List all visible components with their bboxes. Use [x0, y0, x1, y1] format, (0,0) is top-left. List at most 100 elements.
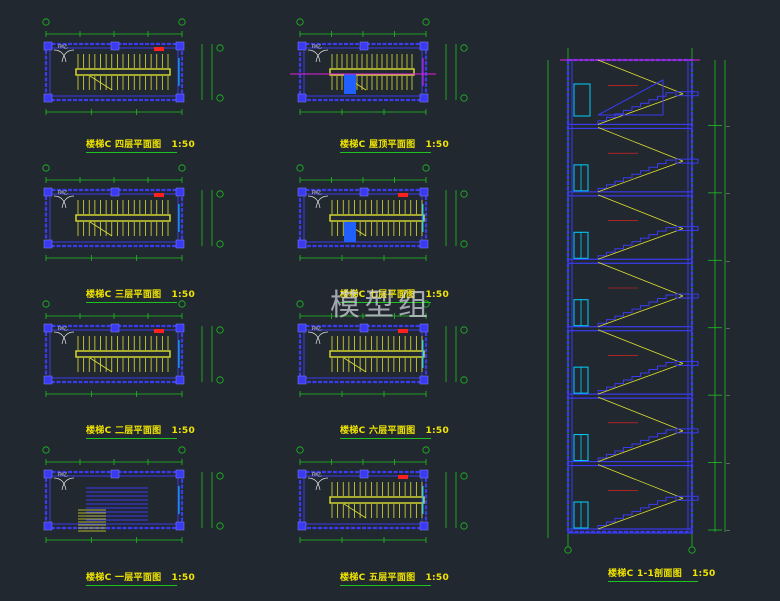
column — [110, 187, 120, 197]
column — [297, 41, 307, 51]
door-swing — [307, 331, 329, 345]
stair-stringer — [597, 59, 684, 95]
stair-stringer — [597, 261, 684, 297]
axis-bubble — [296, 300, 304, 308]
door-tag: FM乙 — [58, 43, 68, 49]
stair-stringer — [597, 160, 684, 193]
walk-line — [343, 357, 367, 373]
axis-bubble — [460, 522, 468, 530]
column — [110, 469, 120, 479]
column — [419, 239, 429, 249]
roof-door — [573, 83, 591, 117]
wall-inner — [303, 47, 423, 97]
axis-bubble — [178, 300, 186, 308]
floor-slab — [567, 258, 693, 264]
axis-bubble — [296, 446, 304, 454]
floor-slab — [567, 460, 693, 467]
axis-bubble — [216, 326, 224, 334]
column — [297, 469, 307, 479]
axis-bubble — [42, 164, 50, 172]
stair-stringer — [597, 464, 684, 499]
stair-flight — [597, 227, 675, 260]
wall-inner — [303, 329, 423, 379]
landing — [675, 428, 699, 434]
stair-stringer — [597, 93, 684, 125]
column — [43, 469, 53, 479]
door-tag: FM乙 — [312, 325, 322, 331]
landing — [675, 158, 699, 164]
wall-inner — [303, 193, 423, 243]
walk-line — [89, 75, 113, 91]
plan-plan-6f: FM乙 — [296, 300, 468, 397]
column — [175, 469, 185, 479]
door-swing — [53, 195, 75, 209]
column — [43, 375, 53, 385]
wall-inner — [303, 475, 423, 525]
column — [297, 323, 307, 333]
column — [359, 187, 369, 197]
stair-stringer — [597, 295, 684, 328]
wall-inner — [49, 329, 179, 379]
axis-bubble — [460, 94, 468, 102]
axis-bubble — [564, 546, 572, 554]
axis-bubble — [42, 300, 50, 308]
floor-slab — [567, 191, 693, 197]
fire-cabinet-marker — [398, 329, 408, 333]
column — [175, 323, 185, 333]
door-tag: FM乙 — [312, 189, 322, 195]
axis-bubble — [216, 522, 224, 530]
stair-stringer — [597, 430, 684, 462]
axis-bubble — [422, 446, 430, 454]
level-mark: — — [726, 123, 730, 128]
level-mark: — — [726, 191, 730, 196]
column — [419, 375, 429, 385]
handrail — [75, 68, 171, 76]
axis-bubble — [42, 18, 50, 26]
axis-bubble — [422, 300, 430, 308]
axis-bubble — [460, 472, 468, 480]
floor-slab — [567, 123, 693, 130]
roof-hatch — [344, 74, 356, 94]
column — [43, 323, 53, 333]
column — [175, 93, 185, 103]
axis-bubble — [216, 44, 224, 52]
handrail — [75, 214, 171, 222]
axis-bubble — [296, 164, 304, 172]
walk-line — [89, 221, 113, 237]
stair-stringer — [597, 228, 684, 260]
door-tag: FM乙 — [58, 325, 68, 331]
axis-bubble — [216, 376, 224, 384]
door-swing — [307, 477, 329, 491]
wall-outer — [298, 324, 428, 384]
column — [419, 93, 429, 103]
plan-plan-1f: FM乙 — [42, 446, 224, 543]
plan-plan-3f: FM乙 — [42, 164, 224, 261]
axis-bubble — [296, 18, 304, 26]
axis-bubble — [216, 94, 224, 102]
axis-bubble — [216, 190, 224, 198]
column — [359, 323, 369, 333]
landing — [675, 360, 699, 366]
handrail — [75, 350, 171, 358]
stair-stringer — [597, 396, 684, 432]
column — [297, 375, 307, 385]
floor-slab — [567, 393, 693, 399]
plan-plan-2f: FM乙 — [42, 300, 224, 397]
wall-outer — [298, 470, 428, 530]
plan-plan-roof: FM乙 — [290, 18, 468, 115]
column — [297, 521, 307, 531]
axis-bubble — [42, 446, 50, 454]
stair-flight — [597, 429, 675, 462]
column — [175, 187, 185, 197]
landing — [675, 91, 699, 97]
watermark-text: 模型组 — [330, 288, 432, 323]
